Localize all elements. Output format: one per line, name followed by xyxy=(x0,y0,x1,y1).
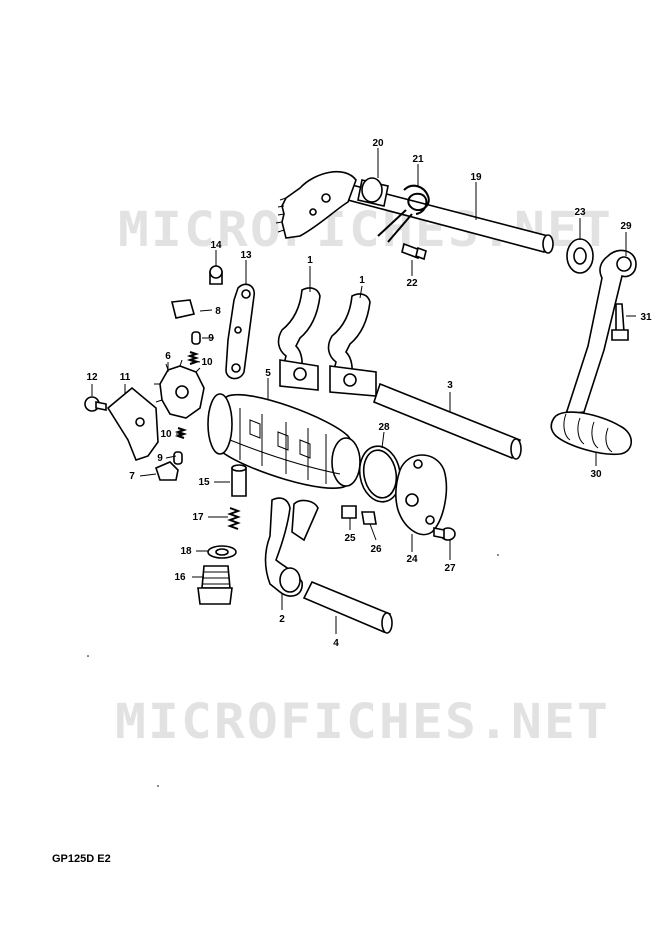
fork-shaft-3 xyxy=(373,382,522,460)
stopper-plate-13 xyxy=(225,283,256,380)
callout-27: 27 xyxy=(444,563,456,574)
callout-6: 6 xyxy=(165,351,171,362)
screw-27 xyxy=(433,527,456,541)
cam-plate-6 xyxy=(154,359,205,419)
pin-8 xyxy=(171,299,196,319)
watermark-bottom: MICROFICHES.NET xyxy=(115,694,610,750)
shift-fork-2 xyxy=(264,497,319,597)
shift-pedal xyxy=(550,249,637,456)
callout-1a: 1 xyxy=(307,255,313,266)
scan-speck xyxy=(157,785,159,787)
spring-10b xyxy=(174,427,188,439)
callout-21: 21 xyxy=(412,154,424,165)
cover-24 xyxy=(395,454,448,536)
callout-5: 5 xyxy=(265,368,271,379)
callout-28: 28 xyxy=(378,422,390,433)
pin-9a xyxy=(191,331,201,345)
spring-10a xyxy=(186,351,200,365)
plug-16 xyxy=(197,565,233,605)
callout-8: 8 xyxy=(215,306,221,317)
leader-lines xyxy=(91,148,636,634)
callout-23: 23 xyxy=(574,207,586,218)
callout-20: 20 xyxy=(372,138,384,149)
washer-18 xyxy=(207,545,237,559)
callout-10a: 10 xyxy=(201,357,213,368)
pin-9b xyxy=(173,451,183,465)
callout-3: 3 xyxy=(447,380,453,391)
callout-16: 16 xyxy=(174,572,186,583)
spring-17 xyxy=(227,507,241,530)
callout-29: 29 xyxy=(620,221,632,232)
callout-31: 31 xyxy=(640,312,652,323)
pawl-7 xyxy=(155,461,179,481)
callout-17: 17 xyxy=(192,512,204,523)
callout-9b: 9 xyxy=(157,453,163,464)
callouts: 1 1 2 3 4 5 6 7 8 9 9 10 10 11 12 13 14 … xyxy=(86,138,652,649)
callout-25: 25 xyxy=(344,533,356,544)
callout-19: 19 xyxy=(470,172,482,183)
callout-11: 11 xyxy=(120,372,131,383)
callout-10b: 10 xyxy=(160,429,172,440)
callout-12: 12 xyxy=(86,372,98,383)
callout-1b: 1 xyxy=(359,275,365,286)
shift-shaft-assembly xyxy=(275,171,554,261)
scan-speck xyxy=(87,655,89,657)
callout-26: 26 xyxy=(370,544,382,555)
callout-2: 2 xyxy=(279,614,285,625)
callout-9a: 9 xyxy=(208,333,214,344)
shift-fork-1b xyxy=(327,293,377,397)
o-ring-28 xyxy=(358,445,402,503)
scan-speck xyxy=(497,554,499,556)
callout-13: 13 xyxy=(240,250,252,261)
plate-11 xyxy=(106,386,159,461)
switch-26 xyxy=(361,511,377,525)
callout-22: 22 xyxy=(406,278,418,289)
callout-30: 30 xyxy=(590,469,602,480)
washer-23 xyxy=(566,238,594,274)
bolt-12 xyxy=(84,396,107,412)
fork-shaft-4 xyxy=(302,580,393,634)
callout-15: 15 xyxy=(198,477,210,488)
callout-4: 4 xyxy=(333,638,339,649)
model-caption: GP125D E2 xyxy=(52,853,111,865)
callout-18: 18 xyxy=(180,546,192,557)
shift-drum-5 xyxy=(207,393,361,490)
callout-7: 7 xyxy=(129,471,135,482)
pin-15 xyxy=(231,464,247,497)
bolt-14 xyxy=(209,265,223,285)
switch-25 xyxy=(341,505,357,519)
callout-14: 14 xyxy=(210,240,222,251)
shift-fork-1a xyxy=(277,287,321,391)
callout-24: 24 xyxy=(406,554,418,565)
